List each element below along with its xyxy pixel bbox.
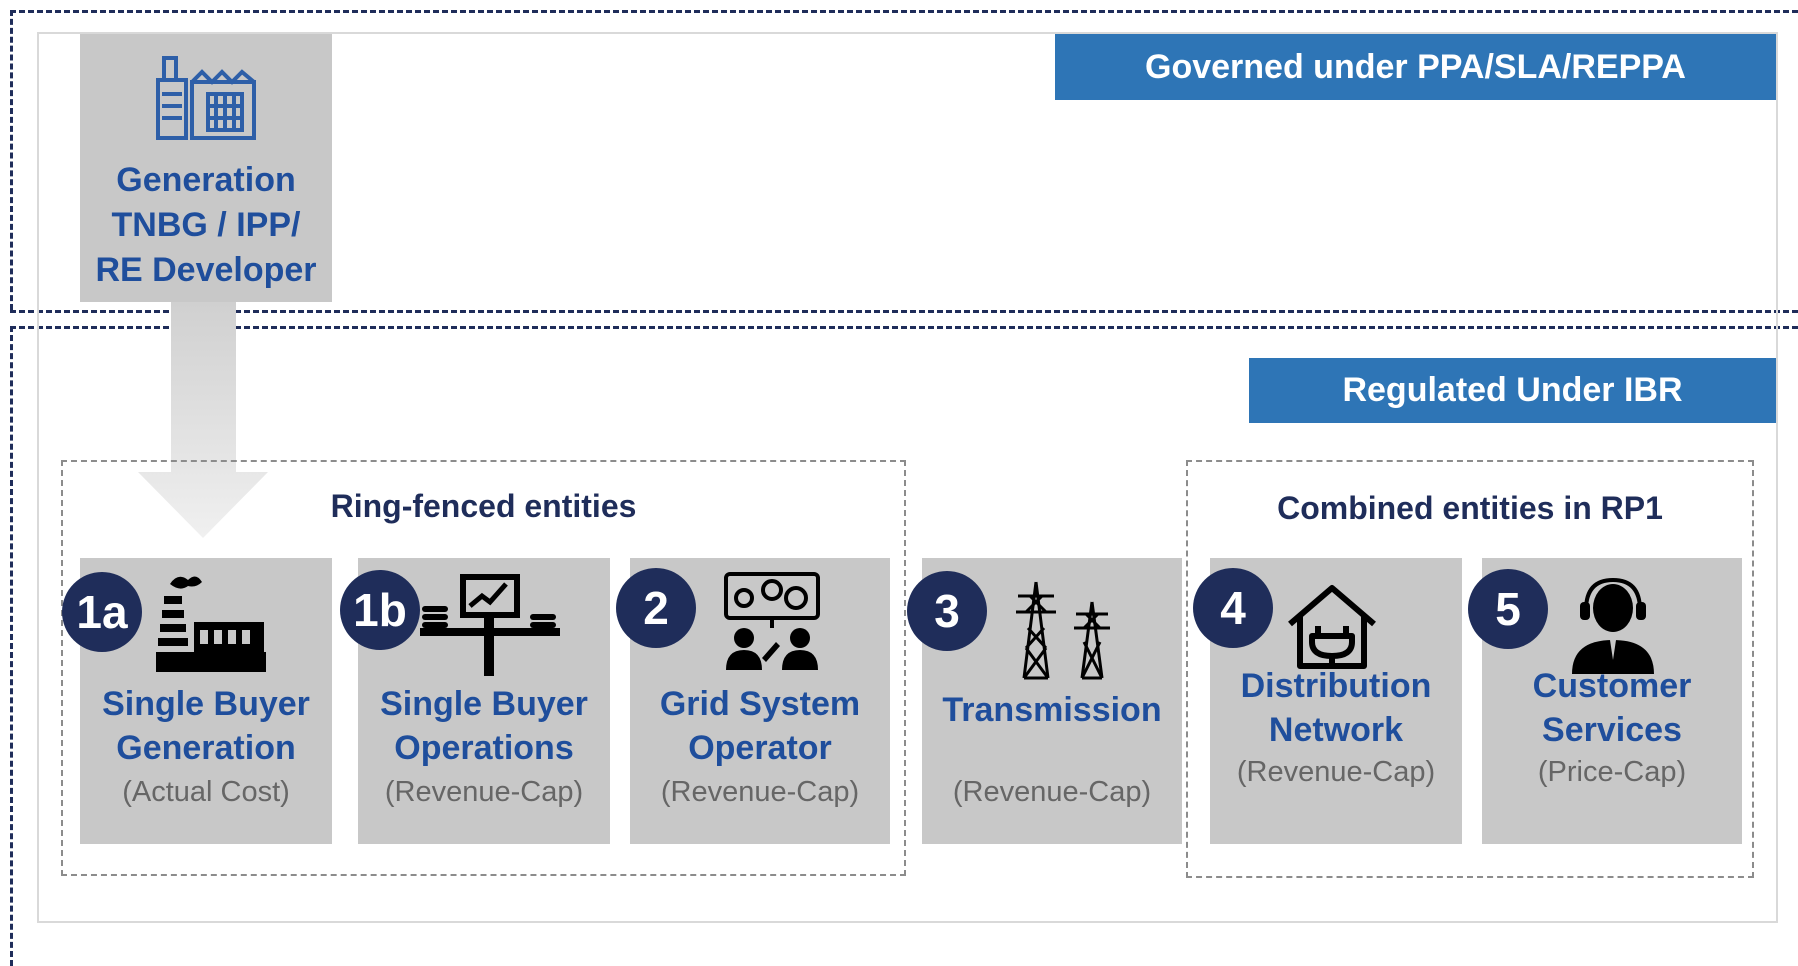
badge-5: 5: [1468, 569, 1548, 649]
factory-building-icon: [156, 56, 256, 140]
entity-title-1a: Single Buyer Generation: [102, 685, 310, 767]
entity-subtitle-1a: (Actual Cost): [122, 776, 290, 808]
governance-border-bottom: [10, 310, 1798, 313]
generation-title: Generation TNBG / IPP/ RE Developer: [95, 161, 317, 289]
ibr-regulation-banner-label: Regulated Under IBR: [1342, 371, 1683, 409]
entity-subtitle-4: (Revenue-Cap): [1236, 756, 1436, 788]
regulated-border-left: [10, 326, 13, 966]
combined-entities-group: Combined entities in RP1: [1186, 460, 1754, 878]
entity-title-1b: Single Buyer Operations: [380, 685, 588, 767]
generation-box: Generation TNBG / IPP/ RE Developer: [80, 34, 332, 302]
entity-title-2: Grid System Operator: [659, 685, 861, 767]
entity-title-5: Customer Services: [1532, 667, 1692, 749]
governance-border-top: [10, 10, 1798, 13]
power-plant-icon: [156, 576, 266, 672]
flow-down-arrow: [138, 302, 268, 538]
ibr-regulation-banner: Regulated Under IBR: [1249, 358, 1776, 423]
entity-title-3: Transmission: [942, 691, 1162, 729]
badge-3: 3: [907, 571, 987, 651]
house-plug-icon: [1288, 585, 1376, 669]
badge-4: 4: [1193, 568, 1273, 648]
headset-agent-icon: [1572, 578, 1654, 674]
entity-subtitle-1b: (Revenue-Cap): [384, 776, 584, 808]
badge-1b: 1b: [340, 570, 420, 650]
entity-subtitle-3: (Revenue-Cap): [952, 776, 1152, 808]
badge-1a: 1a: [62, 572, 142, 652]
ring-fenced-group-title: Ring-fenced entities: [330, 488, 637, 524]
transmission-tower-icon: [1016, 581, 1110, 680]
ppa-governance-banner-label: Governed under PPA/SLA/REPPA: [1145, 47, 1686, 86]
ppa-governance-banner: Governed under PPA/SLA/REPPA: [1055, 34, 1776, 100]
entity-subtitle-5: (Price-Cap): [1537, 756, 1687, 788]
diagram-frame: [37, 32, 1778, 923]
entity-subtitle-2: (Revenue-Cap): [660, 776, 860, 808]
regulated-border-top: [10, 326, 1798, 329]
trading-monitor-icon: [420, 574, 560, 676]
governance-border-left: [10, 10, 13, 310]
operators-screen-icon: [724, 572, 820, 670]
badge-2: 2: [616, 568, 696, 648]
ring-fenced-group: Ring-fenced entities: [61, 460, 906, 876]
entity-title-4: Distribution Network: [1240, 667, 1432, 749]
combined-group-title: Combined entities in RP1: [1277, 490, 1663, 526]
